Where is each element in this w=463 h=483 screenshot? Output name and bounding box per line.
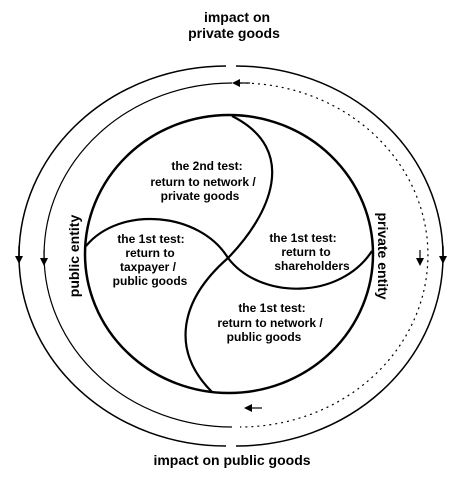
- center-circle: [83, 113, 375, 395]
- bottom-label: impact on public goods: [153, 452, 310, 468]
- left-label: public entity: [66, 215, 82, 298]
- divider-right: [227, 250, 373, 290]
- divider-left: [85, 217, 229, 259]
- sector-bottom-line2: return to network /: [217, 316, 323, 330]
- top-label-line2: private goods: [188, 25, 280, 41]
- sector-top-line3: private goods: [161, 189, 240, 203]
- sector-left-line3: taxpayer /: [120, 260, 177, 274]
- sector-left-line2: return to: [125, 246, 174, 260]
- sector-right-line2: return to: [281, 245, 330, 259]
- sector-bottom-line1: the 1st test:: [238, 301, 305, 315]
- sector-right-line1: the 1st test:: [269, 231, 336, 245]
- divider-bottom: [184, 257, 229, 393]
- sector-top-line2: return to network /: [150, 175, 256, 189]
- sector-top-line1: the 2nd test:: [171, 159, 242, 173]
- sector-left-line1: the 1st test:: [117, 232, 184, 246]
- right-label: private entity: [375, 212, 391, 299]
- sector-left-line4: public goods: [113, 274, 188, 288]
- top-label-line1: impact on: [204, 9, 270, 25]
- divider-top: [227, 115, 274, 259]
- inner-ring-right: [239, 82, 429, 428]
- sector-bottom-line3: public goods: [227, 330, 302, 344]
- sector-right-line3: shareholders: [274, 259, 350, 273]
